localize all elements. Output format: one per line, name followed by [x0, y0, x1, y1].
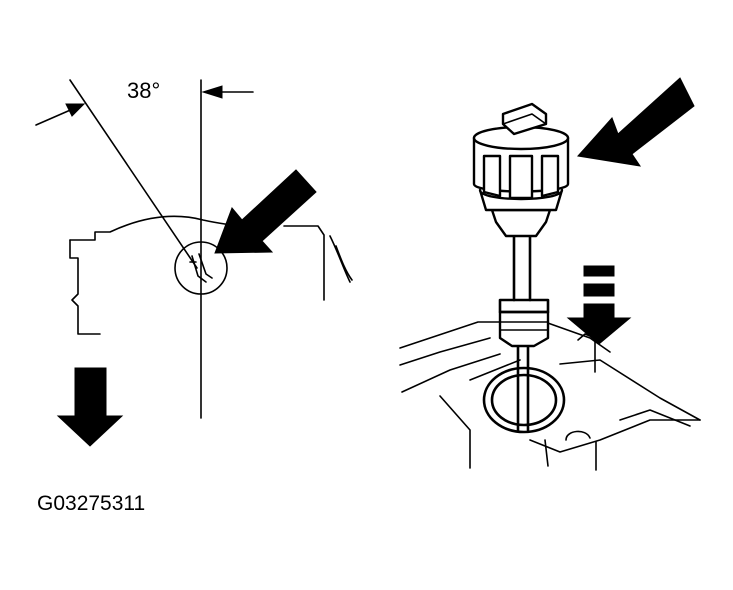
- right-illustration: [399, 77, 701, 471]
- engine-cover-outline: [69, 215, 353, 335]
- down-arrow-icon: [56, 367, 124, 447]
- guide-collar: [498, 310, 550, 348]
- figure-code: G03275311: [37, 492, 146, 515]
- engine-block-outline: [399, 321, 701, 471]
- angle-reference-line: [69, 79, 198, 269]
- angle-label: 38°: [127, 78, 161, 103]
- pointer-arrow-icon: [214, 169, 317, 254]
- insert-down-arrow-icon: [566, 265, 632, 345]
- notch-detail: [174, 241, 228, 295]
- dipstick-cap: [472, 102, 570, 238]
- tube-opening: [482, 366, 566, 434]
- angle-dimension-arrows: [35, 85, 254, 126]
- dipstick-shaft: [512, 234, 532, 432]
- left-illustration: [35, 79, 353, 447]
- pointer-arrow-icon: [577, 77, 695, 167]
